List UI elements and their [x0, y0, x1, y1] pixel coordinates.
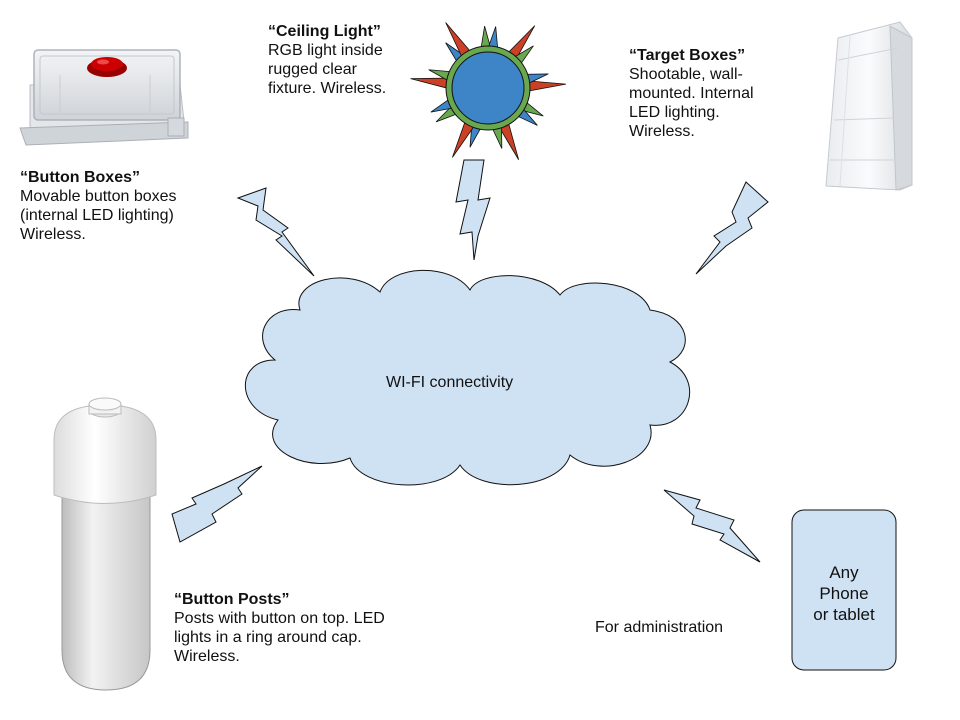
- button-posts-desc: Posts with button on top. LED lights in …: [174, 610, 385, 665]
- button-post-icon: [53, 397, 157, 691]
- cloud-label: WI-FI connectivity: [386, 374, 514, 391]
- target-box-icon: [825, 21, 913, 191]
- ceiling-light-desc: RGB light inside rugged clear fixture. W…: [268, 42, 387, 97]
- lightning-bolt-icon: [663, 489, 761, 563]
- phone-icon: [791, 509, 897, 671]
- target-boxes-title: “Target Boxes”: [629, 47, 746, 64]
- lightning-bolt-icon: [236, 187, 315, 277]
- button-box-icon: [19, 49, 189, 146]
- wifi-cloud: [244, 269, 691, 486]
- ceiling-light-title: “Ceiling Light”: [268, 23, 381, 40]
- button-boxes-title: “Button Boxes”: [20, 169, 140, 186]
- phone-label: Any Phone or tablet: [813, 563, 875, 624]
- target-boxes-desc: Shootable, wall- mounted. Internal LED l…: [629, 66, 754, 140]
- button-posts-title: “Button Posts”: [174, 591, 290, 608]
- button-boxes-label: “Button Boxes” Movable button boxes (int…: [20, 168, 177, 244]
- sun-light-icon: [410, 22, 566, 160]
- ceiling-light-label: “Ceiling Light” RGB light inside rugged …: [268, 22, 386, 98]
- button-boxes-desc: Movable button boxes (internal LED light…: [20, 188, 177, 243]
- button-posts-label: “Button Posts” Posts with button on top.…: [174, 590, 385, 666]
- target-boxes-label: “Target Boxes” Shootable, wall- mounted.…: [629, 46, 754, 141]
- lightning-bolt-icon: [455, 159, 491, 261]
- admin-caption: For administration: [595, 619, 724, 636]
- lightning-bolt-icon: [695, 181, 769, 275]
- lightning-bolt-icon: [171, 465, 263, 543]
